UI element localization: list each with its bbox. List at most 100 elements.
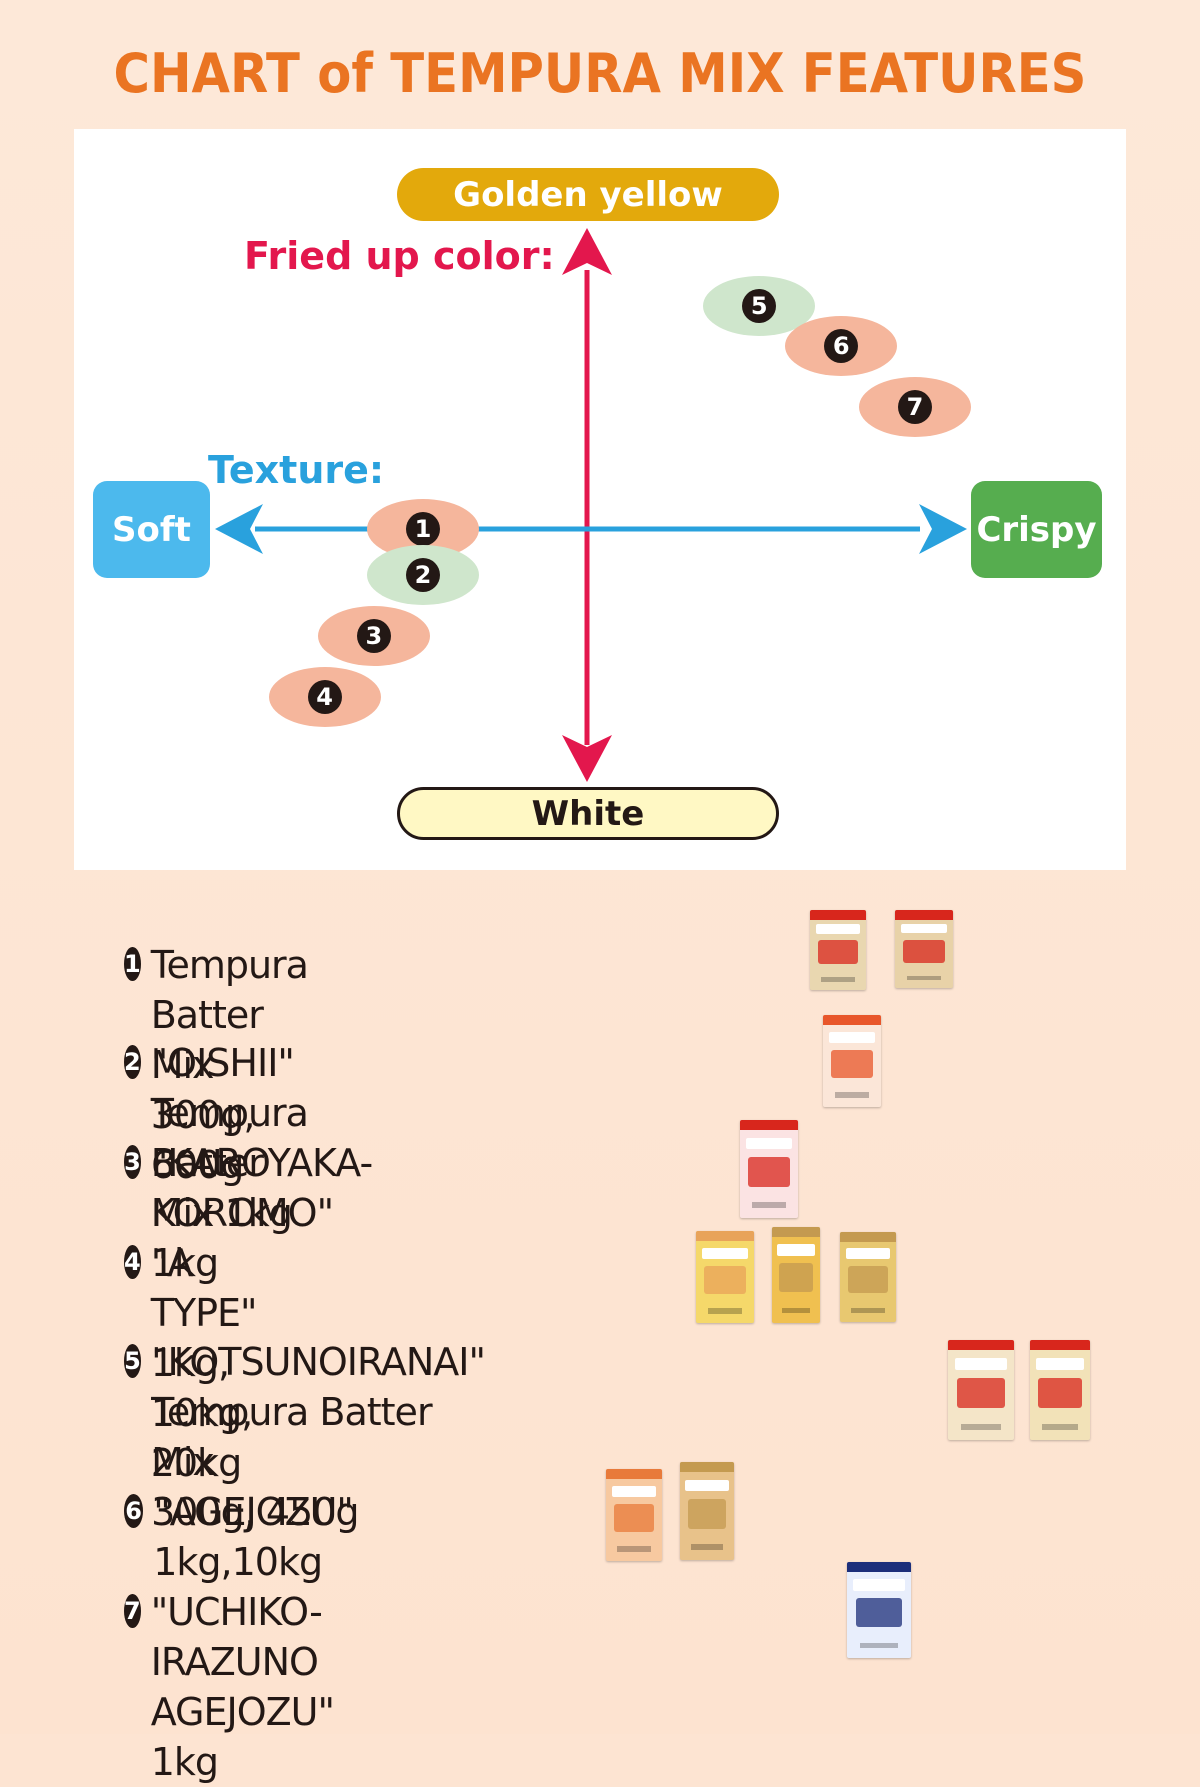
product-item-1: 1 Tempura Batter Mix 300g, 600g xyxy=(124,940,325,1190)
texture-axis-arrow-right xyxy=(919,504,967,554)
item-number-3-icon: 3 xyxy=(124,1145,141,1179)
package-footer xyxy=(781,1307,811,1314)
package-band xyxy=(810,910,866,920)
item-number-6-icon: 6 xyxy=(124,1494,144,1528)
package-logo xyxy=(776,1244,816,1256)
package-band xyxy=(1030,1340,1090,1350)
chart-point-5: 5 xyxy=(703,276,816,337)
package-logo xyxy=(611,1485,657,1497)
product-package-image xyxy=(895,910,953,988)
package-label xyxy=(855,1598,903,1628)
package-band xyxy=(840,1232,896,1242)
package-label xyxy=(613,1503,655,1532)
chart-point-6: 6 xyxy=(785,316,898,376)
package-logo xyxy=(815,924,861,934)
package-label xyxy=(748,1157,790,1187)
point-number-4-icon: 4 xyxy=(307,679,342,714)
product-item-2: 2 "OISHII" Tempura Batter Mix 1kg xyxy=(124,1038,325,1238)
chart-point-3: 3 xyxy=(317,605,430,666)
product-name-line2: 300g, 450g xyxy=(151,1490,359,1534)
product-item-6: 6 "AGEJOZU" 1kg,10kg xyxy=(124,1487,368,1587)
package-label xyxy=(957,1378,1005,1408)
product-package-image xyxy=(772,1227,820,1323)
item-number-2-icon: 2 xyxy=(124,1045,141,1079)
item-number-1-icon: 1 xyxy=(124,947,141,981)
package-band xyxy=(823,1015,881,1025)
texture-label: Texture: xyxy=(208,448,385,492)
product-item-3: 3 "KAROYAKA-KOROMO" 1kg xyxy=(124,1138,389,1288)
product-package-image xyxy=(696,1231,754,1323)
product-package-image xyxy=(823,1015,881,1107)
package-band xyxy=(606,1469,662,1479)
item-number-5-icon: 5 xyxy=(124,1344,142,1378)
package-logo xyxy=(853,1579,905,1591)
package-band xyxy=(740,1120,798,1130)
white-label: White xyxy=(397,787,779,840)
package-logo xyxy=(701,1247,749,1259)
package-footer xyxy=(961,1424,1001,1430)
package-footer xyxy=(690,1544,724,1551)
package-footer xyxy=(1042,1424,1078,1430)
product-name: "KAROYAKA-KOROMO" 1kg xyxy=(150,1141,373,1285)
package-label xyxy=(778,1263,814,1293)
package-logo xyxy=(1036,1358,1084,1370)
package-logo xyxy=(845,1248,891,1259)
package-label xyxy=(831,1049,873,1078)
point-number-7-icon: 7 xyxy=(898,390,932,424)
chart-point-2: 2 xyxy=(367,544,479,605)
product-package-image xyxy=(680,1462,734,1560)
product-package-image xyxy=(847,1562,911,1658)
point-number-2-icon: 2 xyxy=(406,557,440,592)
package-label xyxy=(817,940,859,965)
package-footer xyxy=(859,1642,899,1649)
point-number-3-icon: 3 xyxy=(356,618,391,653)
product-name: Tempura Batter Mix 300g, 600g xyxy=(150,943,309,1187)
package-label xyxy=(847,1266,889,1294)
package-label xyxy=(903,939,945,964)
fried-up-color-label: Fried up color: xyxy=(244,234,555,278)
texture-axis-arrow-left xyxy=(215,504,263,554)
package-band xyxy=(696,1231,754,1241)
package-label xyxy=(1038,1378,1082,1408)
chart-point-7: 7 xyxy=(859,377,971,437)
product-name: "UCHIKO-IRAZUNO AGEJOZU" 1kg xyxy=(150,1590,335,1784)
package-logo xyxy=(685,1479,729,1492)
package-logo xyxy=(900,924,948,934)
color-axis-arrow-up xyxy=(562,228,612,275)
package-label xyxy=(687,1499,727,1529)
package-label xyxy=(704,1265,746,1294)
package-band xyxy=(680,1462,734,1472)
product-package-image xyxy=(840,1232,896,1322)
item-number-4-icon: 4 xyxy=(124,1245,141,1279)
product-name: "OISHII" Tempura Batter Mix 1kg xyxy=(150,1041,309,1235)
package-logo xyxy=(745,1137,793,1150)
product-item-7: 7 "UCHIKO-IRAZUNO AGEJOZU" 1kg xyxy=(124,1587,351,1787)
product-name: "KOTSUNOIRANAI" Tempura Batter Mix 300g,… xyxy=(151,1337,502,1537)
golden-yellow-label: Golden yellow xyxy=(397,168,779,221)
package-footer xyxy=(834,1092,870,1098)
product-package-image xyxy=(606,1469,662,1561)
package-logo xyxy=(954,1358,1008,1370)
package-footer xyxy=(617,1546,651,1552)
chart-point-4: 4 xyxy=(268,666,381,727)
product-package-image xyxy=(948,1340,1014,1440)
point-number-1-icon: 1 xyxy=(406,512,440,546)
package-band xyxy=(948,1340,1014,1350)
package-footer xyxy=(906,975,942,981)
product-name-line1: "KOTSUNOIRANAI" Tempura Batter Mix xyxy=(151,1340,486,1484)
point-number-5-icon: 5 xyxy=(742,289,777,324)
package-band xyxy=(895,910,953,920)
product-name: "AGEJOZU" 1kg,10kg xyxy=(153,1490,354,1584)
package-footer xyxy=(851,1307,885,1313)
product-package-image xyxy=(740,1120,798,1218)
item-number-7-icon: 7 xyxy=(124,1594,141,1628)
color-axis-arrow-down xyxy=(562,735,612,782)
soft-label: Soft xyxy=(93,481,210,578)
point-number-6-icon: 6 xyxy=(824,329,859,363)
package-logo xyxy=(828,1031,876,1043)
page-title: CHART of TEMPURA MIX FEATURES xyxy=(113,42,1087,105)
package-footer xyxy=(821,977,855,982)
package-band xyxy=(772,1227,820,1237)
chart-axes xyxy=(215,228,967,782)
product-package-image xyxy=(810,910,866,990)
